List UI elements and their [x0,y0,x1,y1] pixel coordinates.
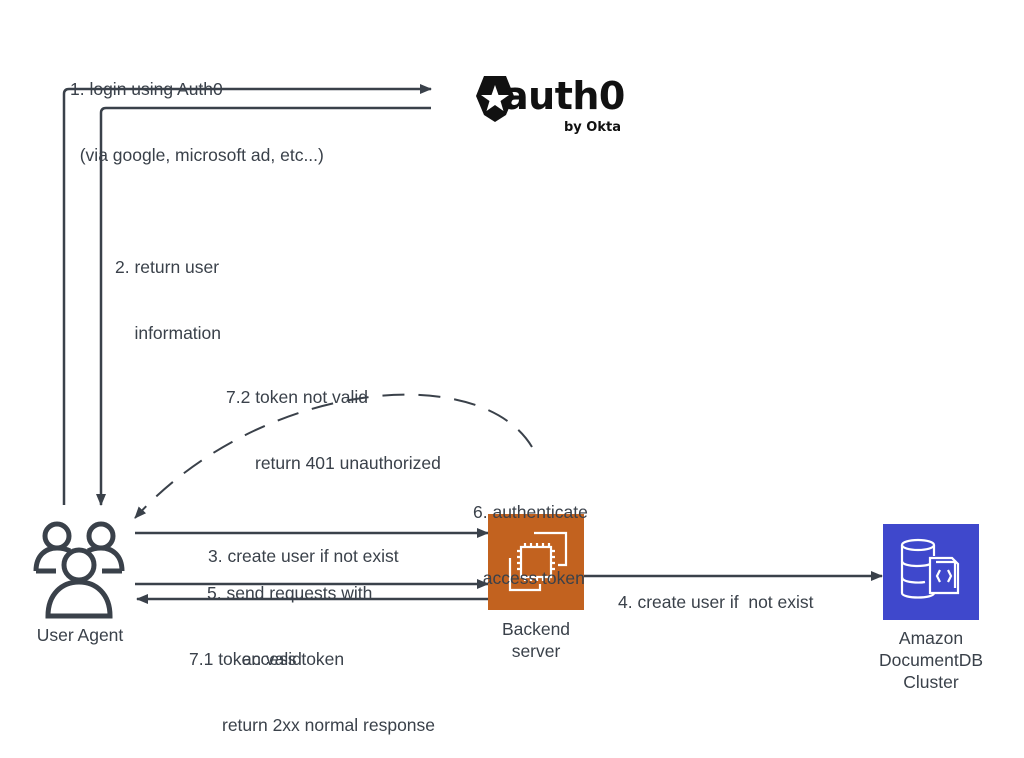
step1-line1: 1. login using Auth0 [70,79,223,99]
user-agent-icon[interactable] [33,521,125,619]
auth0-wordmark: auth0 [503,74,625,118]
step71-line2: return 2xx normal response [222,715,436,735]
documentdb-label-line3: Cluster [903,672,959,692]
edge-step1-login [62,84,432,505]
auth0-logo-icon [476,76,514,122]
documentdb-icon[interactable] [883,524,979,620]
backend-label: Backend server [476,618,596,662]
backend-label-line2: server [511,641,561,661]
user-agent-label: User Agent [36,625,124,645]
step1-line2: (via google, microsoft ad, etc...) [70,145,324,165]
step71-label: 7.1 token valid return 2xx normal respon… [189,604,435,758]
documentdb-label-line2: DocumentDB [878,650,984,670]
step72-line2: return 401 unauthorized [255,453,441,473]
step2-line2: information [115,323,222,343]
auth0-byline: by Okta [564,120,621,135]
step5-label: 5. send requests with access token [207,538,372,692]
step5-line1: 5. send requests with [207,583,373,603]
documentdb-label: Amazon DocumentDB Cluster [861,627,1001,693]
edge-step2-return [96,106,431,506]
diagram-canvas [33,76,979,620]
step71-line1: 7.1 token valid [189,649,302,669]
step4-label: 4. create user if not exist [618,547,814,635]
step3-label: 3. create user if not exist [208,501,399,589]
backend-label-line1: Backend [501,619,571,639]
step4-line1: 4. create user if not exist [618,592,814,612]
step5-line2: access token [242,649,345,669]
step72-line1: 7.2 token not valid [226,387,369,407]
backend-server-icon[interactable] [488,514,584,610]
step6-label: 6. authenticate access token [473,457,588,611]
step2-line1: 2. return user [115,257,220,277]
step2-label: 2. return user information [115,212,221,366]
step3-line1: 3. create user if not exist [208,546,399,566]
edge-step72-unauthorized [134,393,533,519]
step6-line2: access token [473,568,585,588]
documentdb-label-line1: Amazon [898,628,964,648]
step6-line1: 6. authenticate [473,502,588,522]
step72-label: 7.2 token not valid return 401 unauthori… [226,342,441,496]
step1-label: 1. login using Auth0 (via google, micros… [70,34,324,188]
